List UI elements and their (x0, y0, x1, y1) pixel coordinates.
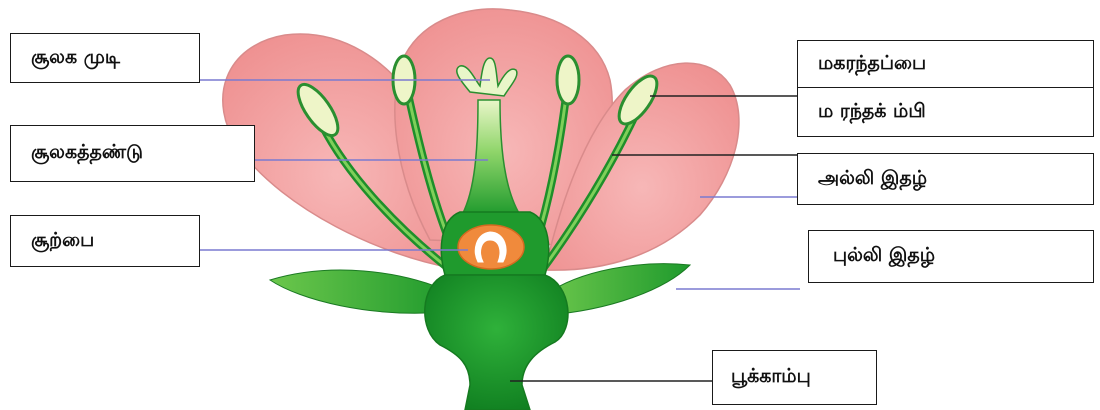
label-ovary: சூற்பை (10, 215, 200, 267)
label-pedicel: பூக்காம்பு (712, 350, 877, 405)
label-anther: மகரந்தப்பை (797, 40, 1094, 88)
label-petal-text: அல்லி இதழ் (818, 167, 927, 192)
label-stigma: சூலக முடி (10, 33, 200, 83)
label-stigma-text: சூலக முடி (31, 46, 120, 71)
label-filament: ம ரந்தக் ம்பி (797, 87, 1094, 137)
label-style-text: சூலகத்தண்டு (31, 141, 143, 166)
label-filament-text: ம ரந்தக் ம்பி (818, 100, 926, 125)
label-ovary-text: சூற்பை (31, 229, 94, 254)
label-style: சூலகத்தண்டு (10, 125, 255, 182)
label-petal: அல்லி இதழ் (797, 153, 1094, 205)
label-anther-text: மகரந்தப்பை (818, 52, 926, 77)
receptacle (425, 275, 568, 410)
label-pedicel-text: பூக்காம்பு (731, 365, 811, 390)
label-sepal-text: புல்லி இதழ் (833, 244, 935, 269)
sepal-left (270, 270, 450, 313)
label-sepal: புல்லி இதழ் (808, 230, 1094, 283)
anther-3 (557, 56, 579, 104)
